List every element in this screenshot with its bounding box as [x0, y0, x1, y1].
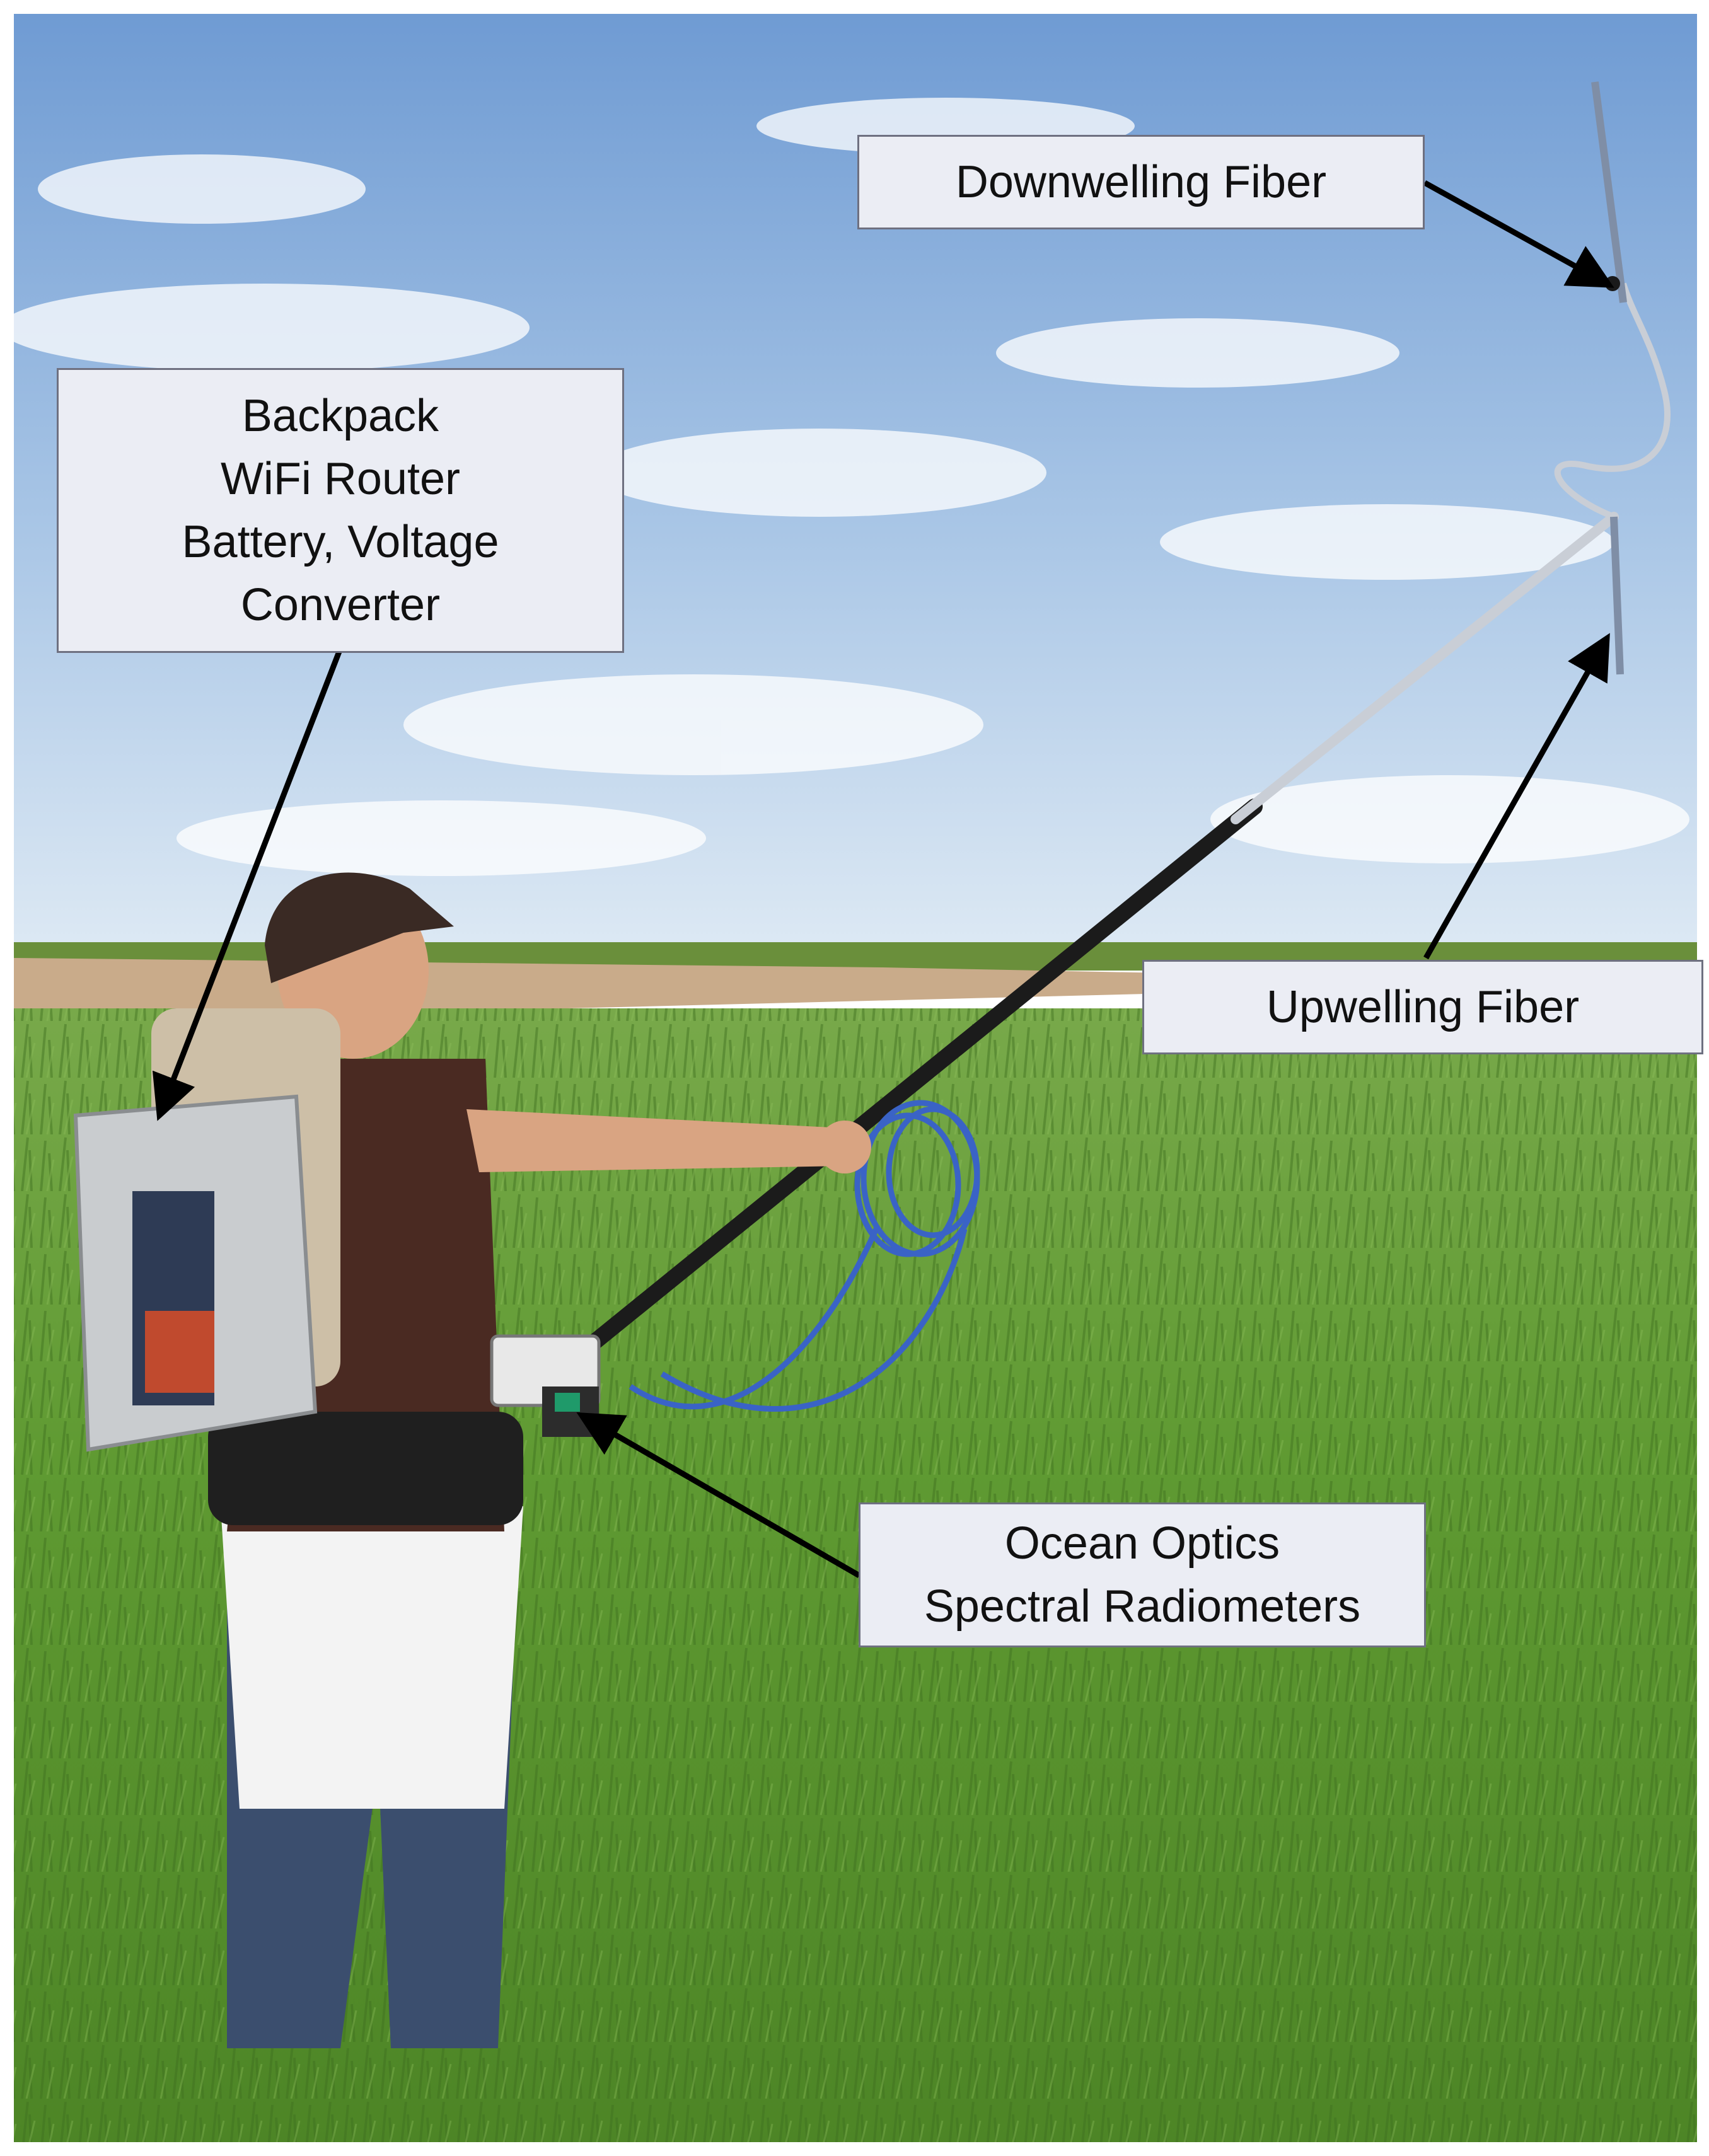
- upwelling-arrow: [1423, 633, 1610, 960]
- callout-ocean-optics: Ocean Optics Spectral Radiometers: [859, 1502, 1426, 1647]
- callout-upwelling-line-1: Upwelling Fiber: [1266, 982, 1580, 1032]
- callout-backpack: Backpack WiFi Router Battery, Voltage Co…: [57, 368, 624, 653]
- blue-fiber-coil: [629, 1100, 980, 1412]
- callout-upwelling-fiber: Upwelling Fiber: [1142, 960, 1703, 1054]
- cap: [265, 872, 454, 983]
- waist-belt: [208, 1412, 523, 1525]
- callout-arrows: [152, 180, 1614, 1578]
- callout-downwelling-line-1: Downwelling Fiber: [955, 157, 1327, 207]
- photo: [0, 14, 1697, 2142]
- downwelling-arrow: [1423, 180, 1614, 288]
- radiometers-arrow: [576, 1412, 861, 1578]
- hand: [818, 1121, 871, 1173]
- backpack: [73, 1008, 340, 1452]
- clouds: [0, 98, 1689, 876]
- radiometer-box: [490, 1334, 601, 1437]
- fiber-loop: [1554, 282, 1671, 520]
- callout-backpack-line-1: Backpack: [241, 391, 439, 441]
- backpack-battery: [145, 1311, 214, 1393]
- downwelling-rod: [1591, 81, 1627, 303]
- upwelling-rod: [1610, 516, 1624, 675]
- arm: [466, 1109, 845, 1172]
- measurement-pole: [578, 798, 1263, 1357]
- callout-backpack-line-2: WiFi Router: [220, 454, 461, 504]
- backpack-arrow: [152, 650, 342, 1121]
- callout-backpack-line-3: Battery, Voltage: [182, 517, 499, 567]
- callout-radiometers-line-1: Ocean Optics: [1004, 1518, 1280, 1569]
- white-apron: [221, 1506, 523, 1809]
- downwelling-tip: [1605, 276, 1620, 291]
- callout-downwelling-fiber: Downwelling Fiber: [857, 135, 1425, 229]
- callout-backpack-line-4: Converter: [240, 580, 441, 630]
- fiber-bundle: [1231, 512, 1619, 824]
- callout-radiometers-line-2: Spectral Radiometers: [924, 1581, 1361, 1632]
